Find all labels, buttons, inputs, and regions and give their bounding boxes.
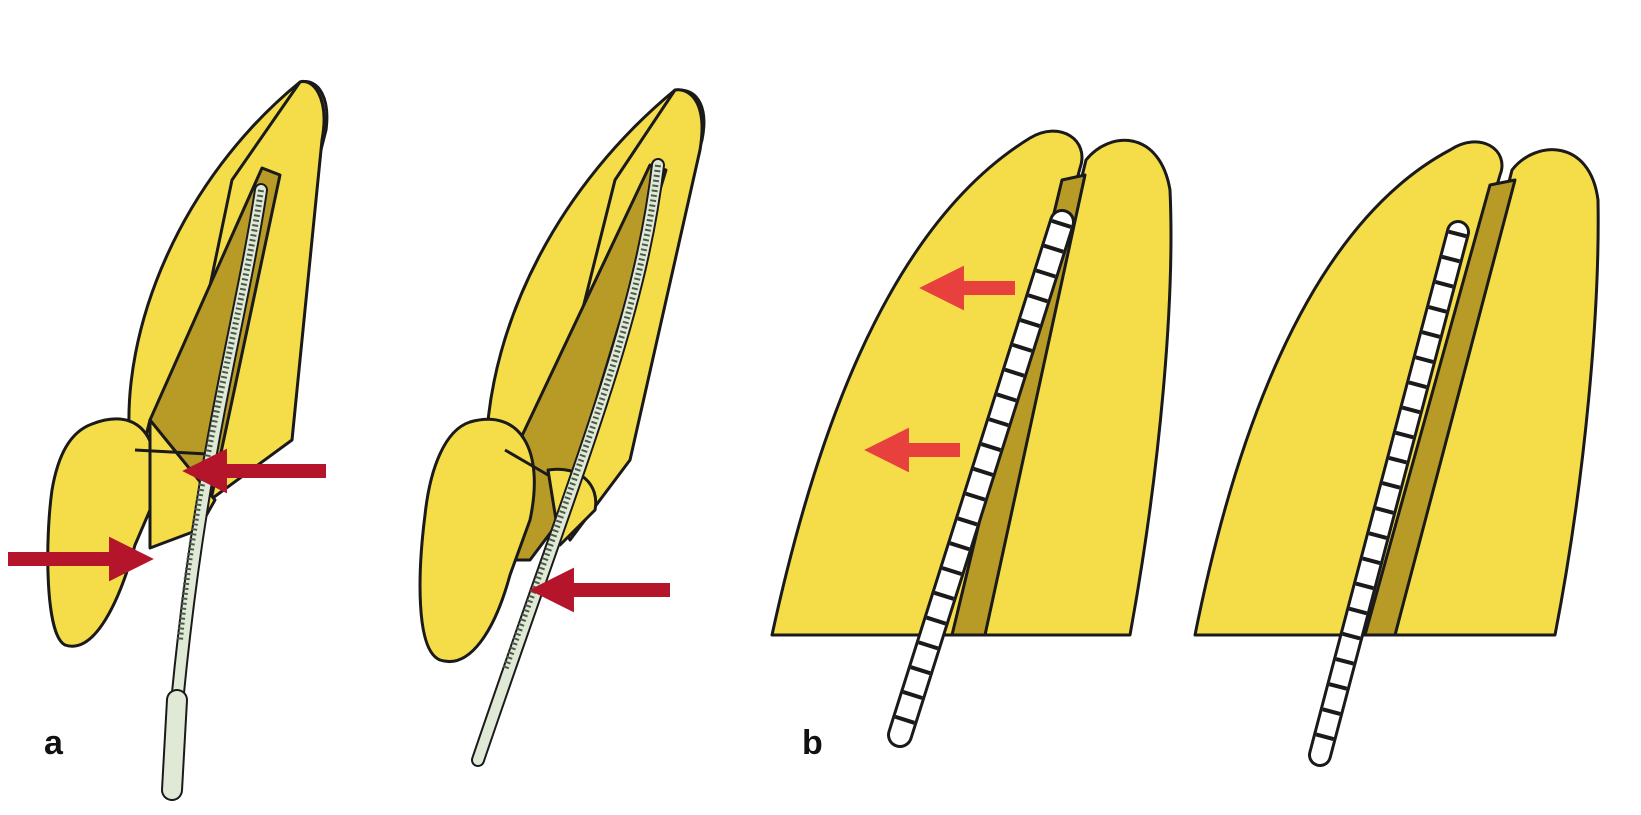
tooth-1 <box>46 79 329 648</box>
root-4 <box>1193 140 1600 637</box>
root-3 <box>770 129 1173 637</box>
panel-label-b: b <box>802 724 823 762</box>
panel-label-a: a <box>44 724 64 762</box>
file-1 <box>161 183 268 801</box>
drill-2 <box>1308 220 1470 767</box>
drill-1 <box>887 209 1075 748</box>
